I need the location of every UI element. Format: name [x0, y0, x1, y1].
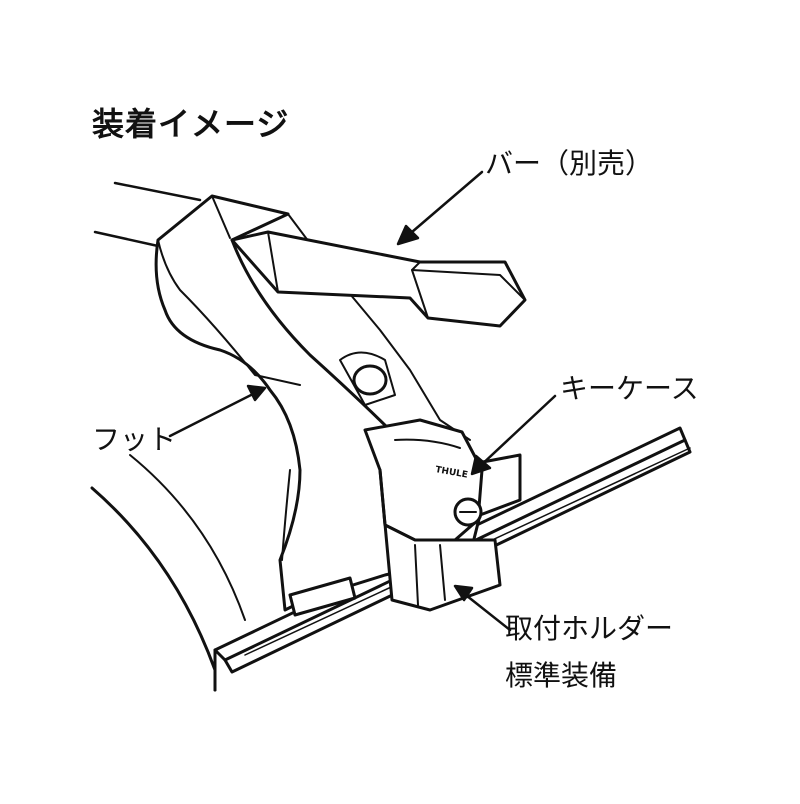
leader-foot	[168, 390, 259, 438]
arrowhead-foot	[246, 384, 267, 402]
label-holder: 取付ホルダー	[505, 612, 674, 645]
leader-holder	[460, 590, 512, 632]
roof-edge-lines	[93, 181, 202, 248]
bar	[230, 230, 527, 328]
label-foot: フット	[92, 423, 177, 456]
arrowhead-holder	[453, 584, 474, 602]
mount-holder	[288, 468, 502, 617]
leader-bar	[403, 170, 484, 240]
label-holder-standard: 標準装備	[505, 659, 618, 692]
car-roof	[90, 454, 246, 692]
page-title: 装着イメージ	[92, 105, 290, 143]
label-bar: バー（別売）	[485, 147, 654, 180]
arrowhead-key-case	[470, 454, 492, 476]
label-key-case: キーケース	[560, 372, 699, 405]
arrowhead-bar	[396, 224, 420, 246]
leader-key-case	[476, 394, 557, 470]
leader-lines	[168, 170, 557, 632]
